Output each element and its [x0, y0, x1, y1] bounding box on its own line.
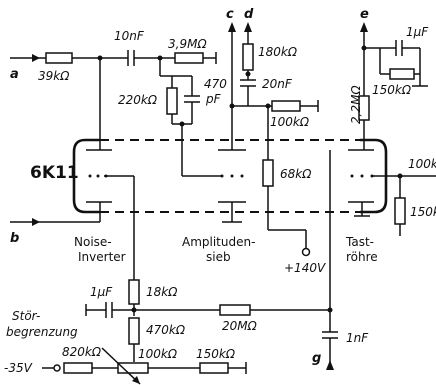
label-220k: 220kΩ: [118, 93, 158, 107]
output-e-network: [358, 22, 428, 150]
label-1n: 1nF: [346, 331, 369, 345]
right-grid-network: [394, 173, 436, 236]
resistor-220k: [166, 87, 178, 115]
label-180k: 180kΩ: [258, 45, 298, 59]
screen-supply: [262, 103, 311, 257]
label-2m2: 2,2MΩ: [349, 85, 363, 124]
label-820k: 820kΩ: [62, 345, 102, 359]
resistor-470k: [128, 317, 140, 345]
terminal-b-label: b: [10, 231, 19, 246]
label-100k-right: 100k: [408, 157, 436, 171]
label-20m: 20MΩ: [222, 319, 258, 333]
terminal-d-label: d: [244, 7, 254, 22]
caption-amp-1: Amplituden-: [182, 235, 255, 249]
label-39k: 39kΩ: [38, 69, 70, 83]
tube-6k11: [72, 138, 400, 214]
caption-stoer-2: begrenzung: [6, 325, 78, 339]
caption-tast-2: röhre: [346, 250, 378, 264]
cathode-grounds: [222, 202, 370, 223]
caption-tast-1: Tast-: [345, 235, 374, 249]
caption-noise-2: Inverter: [78, 250, 126, 264]
supply-minus35-label: -35V: [4, 361, 33, 375]
supply-plus140-label: +140V: [284, 261, 326, 275]
resistor-18k: [128, 279, 140, 305]
label-1u-top: 1µF: [406, 25, 429, 39]
input-a-path: [10, 50, 217, 150]
resistor-68k: [262, 159, 274, 187]
terminal-a-label: a: [10, 67, 19, 82]
terminal-g-label: g: [312, 351, 321, 366]
label-150k-right: 150k: [410, 205, 436, 219]
caption-amp-2: sieb: [206, 250, 231, 264]
terminal-c-label: c: [226, 7, 234, 22]
grid-rc-network: [157, 55, 222, 177]
resistor-150k-right: [394, 197, 406, 225]
label-470k: 470kΩ: [146, 323, 186, 337]
caption-stoer-1: Stör-: [12, 309, 40, 323]
label-3m9: 3,9MΩ: [168, 37, 207, 51]
label-470p-2: pF: [205, 92, 222, 106]
resistor-180k: [242, 43, 254, 71]
resistor-20m: [219, 304, 251, 316]
resistor-3m9: [174, 52, 204, 64]
caption-noise-1: Noise-: [74, 235, 112, 249]
lower-network: [85, 150, 338, 370]
label-470p-1: 470: [204, 77, 227, 91]
resistor-820k: [63, 362, 93, 374]
label-100k-pot: 100kΩ: [138, 347, 178, 361]
label-10n: 10nF: [114, 29, 145, 43]
label-18k: 18kΩ: [146, 285, 178, 299]
label-100k-mid: 100kΩ: [270, 115, 310, 129]
resistor-39k: [45, 52, 73, 64]
label-68k: 68kΩ: [280, 167, 312, 181]
resistor-100k-mid: [271, 100, 301, 112]
input-b-path: [10, 202, 101, 226]
label-1u-left: 1µF: [90, 285, 113, 299]
resistor-150k-bottom: [199, 362, 229, 374]
output-c-d-network: [228, 22, 319, 150]
label-20n: 20nF: [262, 77, 293, 91]
limiter-network: [42, 347, 247, 385]
terminal-e-label: e: [360, 7, 369, 22]
label-150k-bottom: 150kΩ: [196, 347, 236, 361]
tube-label: 6K11: [30, 163, 79, 183]
resistor-150k-top: [389, 68, 415, 80]
label-150k-top: 150kΩ: [372, 83, 412, 97]
